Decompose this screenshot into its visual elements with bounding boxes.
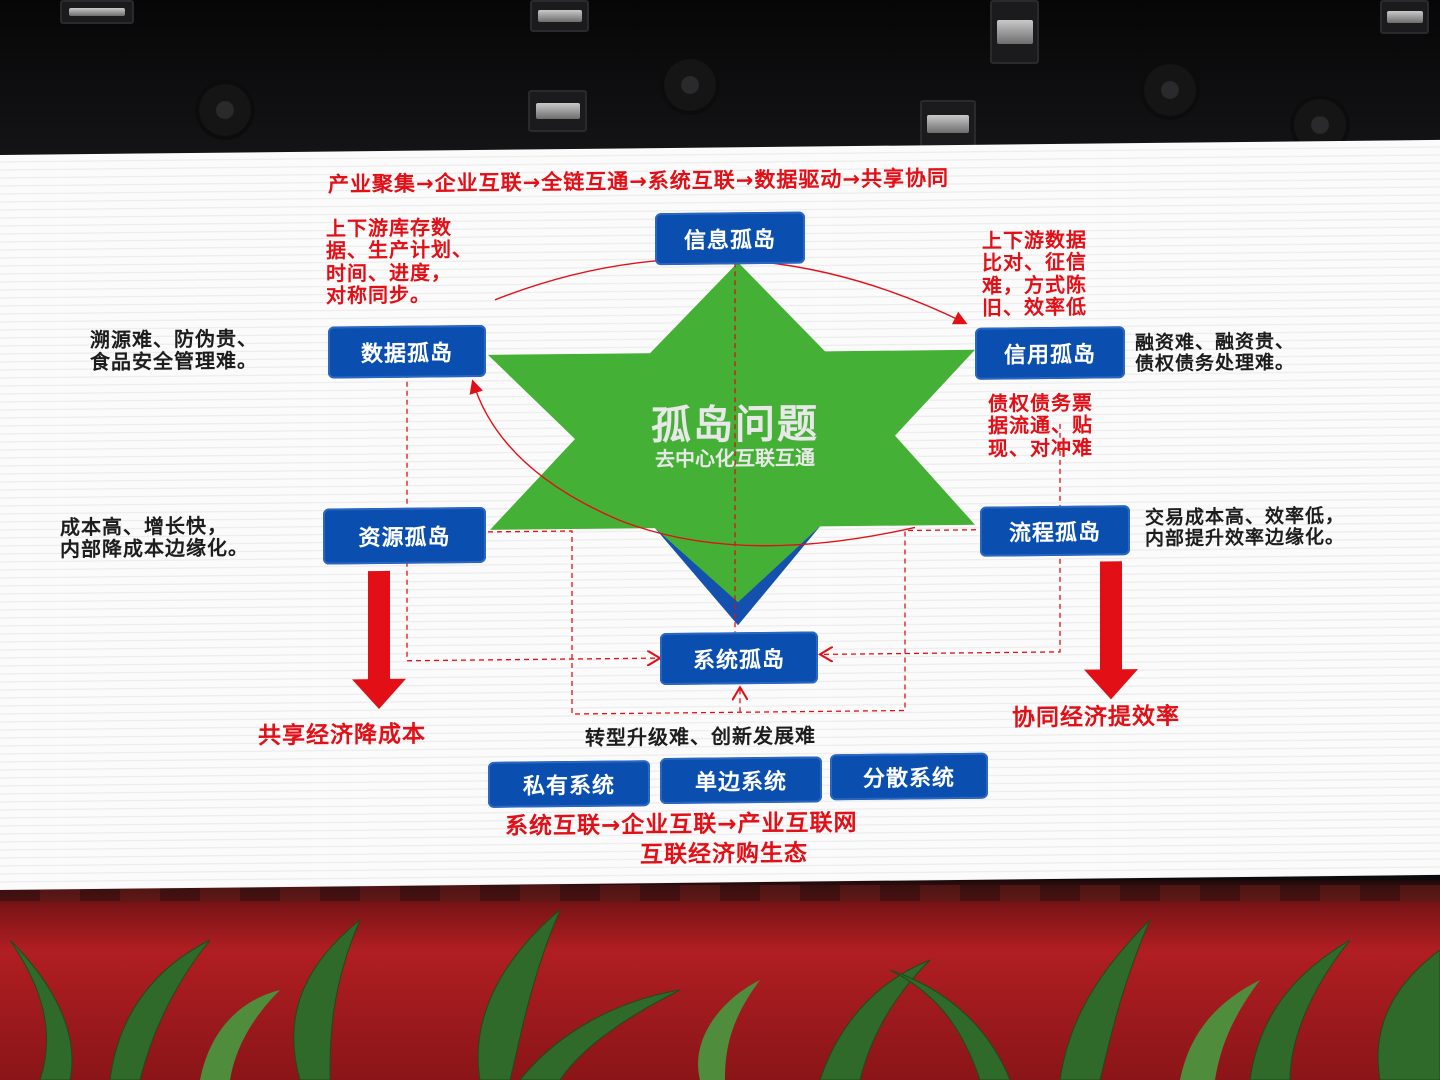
- credit-island-box: 信用孤岛: [975, 326, 1125, 380]
- private-system-box: 私有系统: [488, 760, 650, 808]
- foreground-plants: [9, 909, 1440, 1080]
- bottom-flow-text: 系统互联→企业互联→产业互联网: [505, 810, 858, 840]
- note-transformation: 转型升级难、创新发展难: [585, 723, 816, 750]
- note-efficiency: 交易成本高、效率低， 内部提升效率边缘化。: [1145, 504, 1346, 551]
- ceiling-light: [990, 0, 1039, 64]
- unilateral-system-box: 单边系统: [660, 756, 822, 805]
- note-inventory-sync: 上下游库存数 据、生产计划、 时间、进度， 对称同步。: [326, 215, 473, 308]
- process-island-box: 流程孤岛: [980, 505, 1130, 557]
- projection-screen: 产业聚集→企业互联→全链互通→系统互联→数据驱动→共享协同 孤岛问题 去中心化互…: [0, 139, 1440, 890]
- ceiling-light: [528, 90, 587, 132]
- ceiling-light: [60, 0, 134, 24]
- left-down-arrow: [352, 570, 406, 710]
- ceiling-light: [530, 0, 589, 32]
- right-down-arrow: [1084, 561, 1138, 700]
- note-traceability: 溯源难、防伪贵、 食品安全管理难。: [90, 326, 258, 375]
- green-star: [488, 262, 975, 603]
- stage-edge: [0, 885, 1440, 901]
- outcome-collaborative-economy: 协同经济提效率: [1012, 703, 1180, 732]
- circle-arrow-bottom: [469, 379, 916, 547]
- system-island-box: 系统孤岛: [660, 631, 818, 686]
- ceiling-speaker: [660, 55, 720, 115]
- resource-island-box: 资源孤岛: [323, 506, 486, 565]
- info-island-box: 信息孤岛: [655, 211, 805, 266]
- ceiling-light: [920, 100, 976, 148]
- note-debt-notes: 债权债务票 据流通、贴 现、对冲难: [988, 390, 1093, 461]
- note-cost: 成本高、增长快， 内部降成本边缘化。: [60, 513, 249, 562]
- center-subtitle: 去中心化互联互通: [655, 445, 815, 472]
- ceiling-speaker: [195, 80, 255, 140]
- ceiling: [0, 0, 1440, 155]
- bottom-caption: 互联经济购生态: [640, 840, 808, 869]
- ceiling-light: [1380, 0, 1429, 34]
- ceiling-speaker: [1140, 60, 1200, 120]
- outcome-sharing-economy: 共享经济降成本: [258, 721, 426, 750]
- dashed-connectors: [406, 262, 1061, 715]
- data-island-box: 数据孤岛: [328, 324, 486, 379]
- distributed-system-box: 分散系统: [830, 752, 988, 801]
- diagram-graphics: [352, 258, 1138, 715]
- note-financing: 融资难、融资贵、 债权债务处理难。: [1135, 330, 1296, 376]
- note-credit-check: 上下游数据 比对、征信 难，方式陈 旧、效率低: [982, 227, 1087, 320]
